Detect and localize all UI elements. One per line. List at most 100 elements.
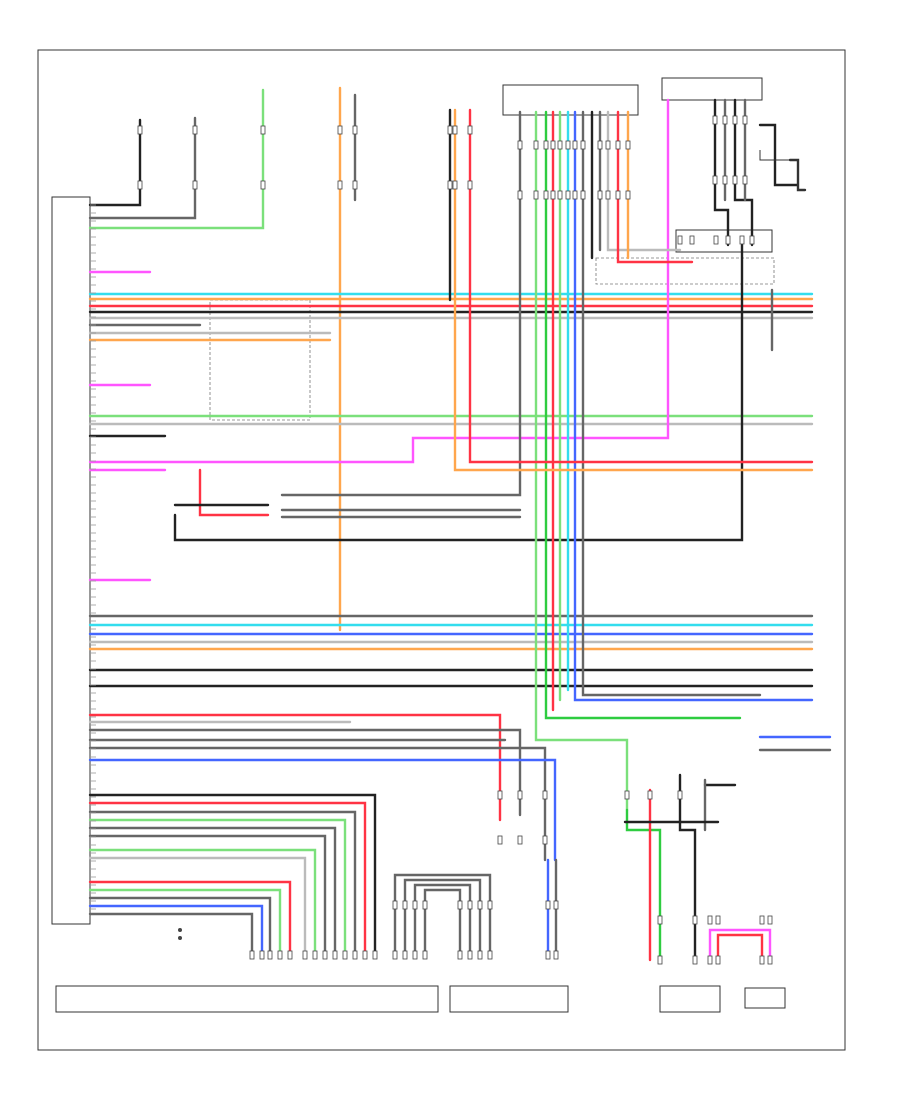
connector-icon: [487, 950, 493, 960]
connector-icon: [565, 140, 571, 150]
connector-icon: [722, 175, 728, 185]
connector-icon: [487, 900, 493, 910]
wire-74: [88, 912, 254, 957]
wire-45: [616, 110, 694, 264]
connector-icon: [543, 190, 549, 200]
connector-icon: [497, 835, 503, 845]
rear-speaker-connector-block: [661, 77, 763, 101]
connector-icon: [447, 180, 453, 190]
connector-icon: [467, 950, 473, 960]
connector-icon: [477, 900, 483, 910]
wire-64: [88, 810, 357, 957]
connector-icon: [497, 790, 503, 800]
connector-icon: [550, 190, 556, 200]
connector-icon: [707, 915, 713, 925]
connector-icon: [542, 790, 548, 800]
connector-icon: [759, 955, 765, 965]
wire-66: [88, 826, 337, 957]
connector-icon: [692, 915, 698, 925]
connector-icon: [580, 140, 586, 150]
connector-icon: [352, 125, 358, 135]
connector-icon: [732, 115, 738, 125]
connector-icon: [677, 235, 683, 245]
stereo-jack-box: [449, 985, 569, 1013]
connector-icon: [287, 950, 293, 960]
connector-icon: [715, 915, 721, 925]
wire-68: [88, 848, 317, 957]
connector-icon: [557, 190, 563, 200]
connector-icon: [322, 950, 328, 960]
wire-75: [393, 873, 492, 957]
connector-icon: [312, 950, 318, 960]
wire-63: [88, 801, 367, 957]
connector-icon: [392, 900, 398, 910]
connector-icon: [533, 190, 539, 200]
connector-icon: [192, 180, 198, 190]
wire-65: [88, 818, 347, 957]
wire-83: [678, 773, 697, 962]
wire-77: [413, 883, 472, 957]
connector-icon: [457, 900, 463, 910]
wire-40: [573, 110, 814, 702]
wire-88: [716, 933, 764, 957]
connector-icon: [725, 235, 731, 245]
connector-icon: [178, 928, 182, 940]
connector-icon: [742, 175, 748, 185]
connector-icon: [767, 955, 773, 965]
wire-36: [544, 110, 742, 720]
wire-71: [88, 888, 282, 957]
connector-icon: [362, 950, 368, 960]
wire-44: [606, 110, 682, 252]
wire-group: [88, 86, 832, 962]
connector-icon: [392, 950, 398, 960]
wire-52: [733, 98, 754, 247]
wire-56: [88, 713, 502, 822]
connector-icon: [553, 900, 559, 910]
connector-icon: [657, 955, 663, 965]
connector-icon: [467, 180, 473, 190]
connector-icon: [597, 140, 603, 150]
ground-icon: [759, 150, 807, 192]
connector-icon: [337, 125, 343, 135]
multimedia-module-box: [55, 985, 439, 1013]
wire-3: [88, 88, 265, 230]
connector-icon: [557, 140, 563, 150]
connector-icon: [533, 140, 539, 150]
connector-icon: [137, 125, 143, 135]
connector-icon: [260, 125, 266, 135]
wire-69: [88, 856, 307, 957]
connector-icon: [517, 190, 523, 200]
connector-icon: [422, 900, 428, 910]
wire-78: [423, 888, 462, 957]
connector-icon: [624, 790, 630, 800]
front-speaker-box-right: [744, 987, 786, 1009]
connector-icon: [615, 140, 621, 150]
connector-icon: [722, 115, 728, 125]
wire-62: [88, 793, 377, 957]
connector-icon: [402, 900, 408, 910]
connector-icon: [615, 190, 621, 200]
connector-icon: [452, 125, 458, 135]
connector-icon: [467, 900, 473, 910]
connector-icon: [337, 180, 343, 190]
connector-icon: [767, 915, 773, 925]
wire-1: [88, 118, 142, 207]
connector-icon: [249, 950, 255, 960]
connector-icon: [352, 950, 358, 960]
wire-81: [625, 808, 662, 962]
connector-icon: [259, 950, 265, 960]
connector-icon: [739, 235, 745, 245]
connector-icon: [342, 950, 348, 960]
connector-icon: [657, 915, 663, 925]
connector-icon: [477, 950, 483, 960]
connector-icon: [260, 180, 266, 190]
connector-icon: [647, 790, 653, 800]
connector-icon: [625, 140, 631, 150]
front-speaker-box-left: [659, 985, 721, 1013]
connector-icon: [267, 950, 273, 960]
connector-icon: [412, 900, 418, 910]
connector-icon: [550, 140, 556, 150]
connector-icon: [713, 235, 719, 245]
wire-2: [88, 116, 197, 220]
